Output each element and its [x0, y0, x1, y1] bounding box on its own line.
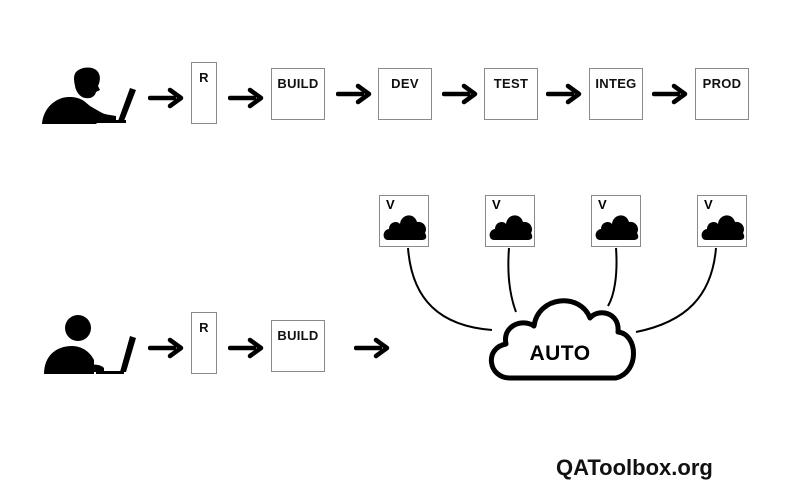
- stage-label: PROD: [702, 76, 742, 91]
- flow-arrow: [148, 336, 188, 360]
- flow-arrow: [228, 336, 268, 360]
- stage-box-test: TEST: [484, 68, 538, 120]
- virtual-env-label: V: [492, 197, 501, 212]
- virtual-env-box-2: V: [485, 195, 535, 247]
- virtual-env-box-4: V: [697, 195, 747, 247]
- virtual-env-box-3: V: [591, 195, 641, 247]
- cloud-icon: [489, 215, 533, 240]
- automation-cloud-icon: [488, 298, 636, 381]
- cloud-icon: [595, 215, 639, 240]
- virtual-env-label: V: [386, 197, 395, 212]
- automation-label: AUTO: [529, 342, 591, 365]
- stage-label: INTEG: [595, 76, 637, 91]
- virtual-env-box-1: V: [379, 195, 429, 247]
- flow-arrow: [354, 336, 394, 360]
- cloud-icon: [701, 215, 745, 240]
- stage-label: BUILD: [277, 328, 319, 343]
- developer-silhouette-icon: [42, 67, 136, 124]
- stage-label: BUILD: [277, 76, 319, 91]
- virtual-env-label: V: [598, 197, 607, 212]
- stage-box-dev: DEV: [378, 68, 432, 120]
- developer-icon: [44, 315, 136, 374]
- cloud-icon: [383, 215, 427, 240]
- brand-watermark: QAToolbox.org: [556, 455, 713, 480]
- stage-box-prod: PROD: [695, 68, 749, 120]
- stage-label: R: [199, 70, 209, 85]
- stage-box-r-bottom: R: [191, 312, 217, 374]
- stage-label: DEV: [391, 76, 419, 91]
- virtual-env-label: V: [704, 197, 713, 212]
- stage-box-build: BUILD: [271, 68, 325, 120]
- stage-box-integ: INTEG: [589, 68, 643, 120]
- stage-label: TEST: [493, 76, 529, 91]
- stage-box-build-bottom: BUILD: [271, 320, 325, 372]
- stage-label: R: [199, 320, 209, 335]
- stage-box-r: R: [191, 62, 217, 124]
